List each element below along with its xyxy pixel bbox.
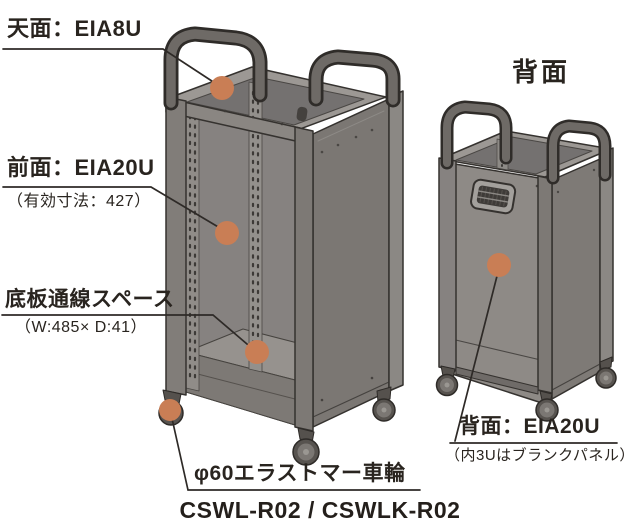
label-front-face-note: （有効寸法：427） (7, 193, 151, 210)
callout-line-top-face (2, 48, 222, 88)
rear-view-heading: 背面 (512, 57, 571, 87)
callout-line-front-face (2, 186, 226, 232)
label-rear-face: 背面：EIA20U (459, 415, 601, 438)
label-front-face: 前面：EIA20U (7, 155, 155, 180)
right-handle (308, 49, 401, 108)
casters-rear-view (435, 356, 617, 422)
rear-right-handle (546, 119, 612, 185)
callout-line-bottom-plate (1, 314, 255, 351)
label-bottom-plate: 底板通線スペース (5, 288, 175, 311)
rear-left-handle (440, 100, 513, 170)
product-model-names: CSWL-R02 / CSWLK-R02 (179, 497, 461, 523)
label-bottom-plate-note: （W:485× D:41） (15, 319, 148, 336)
callout-layer (1, 48, 618, 491)
rear-view-rack (435, 100, 617, 422)
callout-line-casters (170, 413, 421, 491)
left-handle (163, 26, 268, 111)
callout-dot-top-face (210, 76, 234, 100)
front-view-rack (158, 26, 404, 466)
label-top-face: 天面：EIA8U (7, 16, 142, 41)
callout-dot-front-face (215, 221, 239, 245)
callout-dot-caster (159, 399, 181, 421)
label-rear-face-note: （内3Uはブランクパネル） (445, 447, 635, 464)
vent-grille (470, 178, 517, 215)
callout-dot-rear-face (487, 253, 511, 277)
label-casters: φ60エラストマー車輪 (194, 462, 406, 485)
callout-dot-bottom-plate (245, 340, 269, 364)
callout-line-rear-face (454, 275, 498, 442)
